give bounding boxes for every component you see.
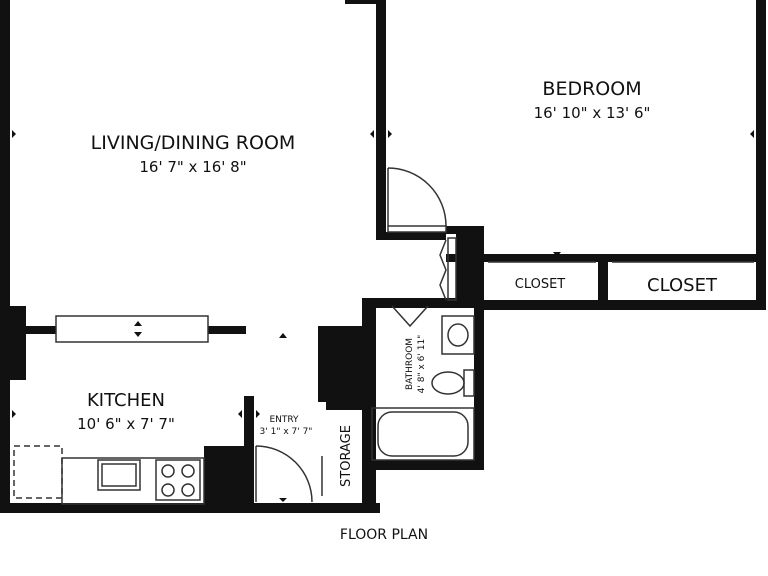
room-name-closet-small: CLOSET (515, 277, 566, 292)
room-name-living: LIVING/DINING ROOM (91, 132, 296, 154)
kitchen-counter (61, 457, 205, 505)
dimension-markers (12, 130, 754, 502)
room-name-closet-large: CLOSET (647, 275, 718, 296)
wall-closet-mid (598, 258, 608, 304)
bathtub-inner (377, 411, 469, 457)
kitchen-sink (97, 459, 141, 491)
refrigerator-outline (13, 445, 63, 499)
wall-bath-top (376, 298, 482, 308)
wall-kitchen-block (204, 446, 254, 513)
arrow-marker (134, 332, 142, 337)
arrow-marker (553, 252, 561, 257)
arrow-marker (388, 130, 392, 138)
room-size-entry: 3' 1" x 7' 7" (260, 427, 313, 437)
bedroom-door-swing (387, 167, 447, 227)
room-size-living: 16' 7" x 16' 8" (139, 158, 246, 176)
toilet-bowl (431, 371, 465, 395)
arrow-marker (134, 321, 142, 326)
bathroom-sink-basin (447, 323, 469, 347)
wall-living-bedroom (376, 0, 386, 232)
room-name-storage: STORAGE (339, 425, 354, 487)
room-name-bathroom: BATHROOM (405, 338, 415, 390)
wall-living-top-right (345, 0, 385, 4)
wall-bottom (0, 503, 380, 513)
wall-bath-bottom (362, 460, 484, 470)
room-name-entry: ENTRY (269, 415, 299, 425)
stove-burner (181, 483, 195, 497)
stove-burner (161, 464, 175, 478)
arrow-marker (238, 410, 242, 418)
breakfast-bar (55, 315, 209, 343)
kitchen-sink-basin (101, 463, 137, 487)
room-size-kitchen: 10' 6" x 7' 7" (77, 415, 175, 433)
room-size-bedroom: 16' 10" x 13' 6" (534, 104, 651, 122)
arrow-marker (256, 410, 260, 418)
wall-closets-bottom (474, 300, 766, 310)
arrow-marker (12, 410, 16, 418)
room-name-bedroom: BEDROOM (542, 78, 641, 100)
hall-closet-door (447, 237, 457, 301)
wall-living-lower (376, 232, 446, 240)
wall-left-block (0, 306, 26, 380)
wall-hall-right (456, 234, 478, 304)
wall-storage-block (318, 326, 366, 402)
bathroom-door-swing (391, 305, 429, 328)
walls (0, 0, 766, 513)
bathroom-sink (441, 315, 475, 355)
wall-storage-right (362, 400, 376, 513)
arrow-marker (279, 333, 287, 338)
stove-burner (181, 464, 195, 478)
bathtub (371, 407, 475, 461)
toilet-tank (463, 369, 475, 397)
wall-hall-column (446, 226, 478, 234)
wall-kitchen-stub-right (208, 326, 246, 334)
wall-closet-left (474, 226, 484, 306)
arrow-marker (370, 130, 374, 138)
wall-storage-top (326, 400, 366, 410)
plan-caption: FLOOR PLAN (340, 527, 428, 543)
wall-kitchen-stub-left (10, 326, 56, 334)
wall-living-left (0, 0, 10, 310)
stove-burner (161, 483, 175, 497)
fixtures (13, 167, 754, 505)
room-name-kitchen: KITCHEN (87, 390, 165, 411)
wall-bath-right (474, 298, 484, 468)
room-size-bathroom: 4' 8" x 6' 11" (417, 335, 427, 394)
wall-kitchen-left (0, 376, 10, 511)
arrow-marker (750, 130, 754, 138)
bedroom-door (387, 225, 447, 233)
arrow-marker (12, 130, 16, 138)
entry-door-swing (255, 445, 313, 503)
stove (155, 459, 201, 501)
bifold-door (439, 239, 447, 301)
room-labels: LIVING/DINING ROOM 16' 7" x 16' 8" BEDRO… (77, 78, 718, 543)
wall-bedroom-right (756, 0, 766, 306)
arrow-marker (279, 498, 287, 502)
